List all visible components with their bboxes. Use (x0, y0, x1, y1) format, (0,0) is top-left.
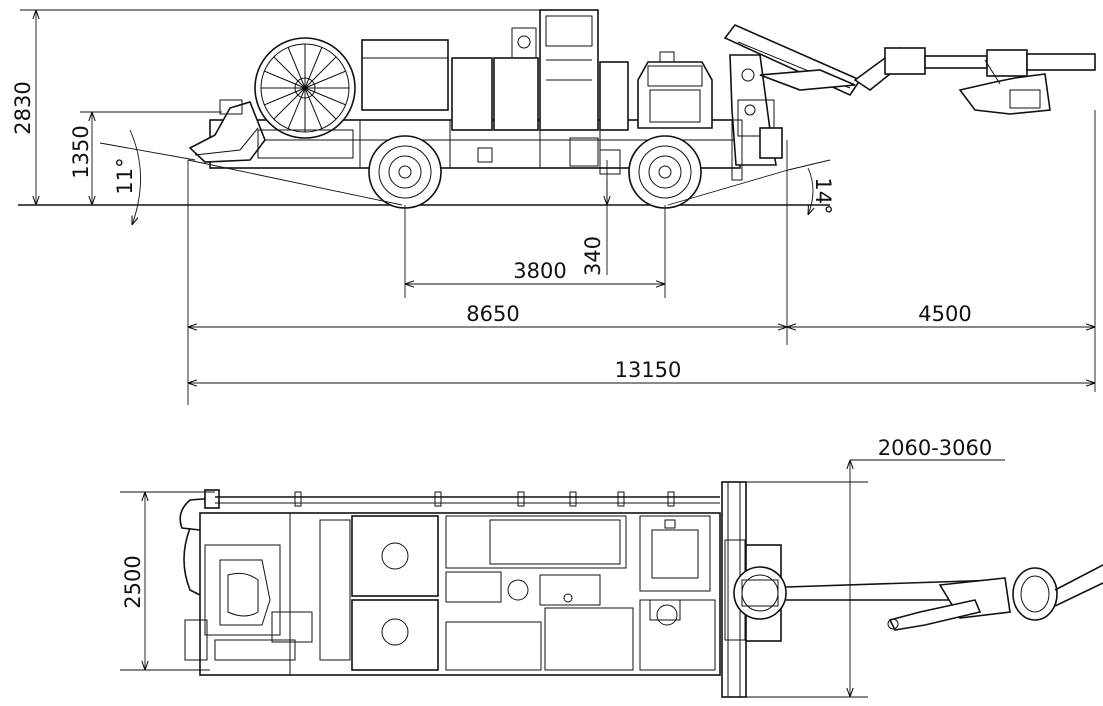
boom-turret (733, 544, 787, 642)
top-reel-module (204, 544, 313, 661)
dim-overall-length: 13150 (615, 358, 682, 382)
dim-approach-angle: 11° (113, 157, 137, 194)
dim-vehicle-length: 8650 (466, 302, 519, 326)
dim-boom-reach: 4500 (918, 302, 971, 326)
boom-top (785, 564, 1103, 631)
cable-reel (254, 37, 356, 159)
boom-arm (723, 24, 1096, 115)
top-view: 2500 2060-3060 (120, 436, 1103, 698)
dim-wheelbase: 3800 (513, 259, 566, 283)
operator-cab (637, 51, 713, 129)
top-middle-equipment (445, 515, 634, 671)
dim-departure-angle: 14° (811, 177, 835, 214)
body-modules (361, 9, 629, 131)
top-cab (639, 515, 716, 671)
rear-wheel (628, 135, 702, 209)
departure-line (667, 169, 789, 206)
approach-line (187, 159, 403, 206)
dim-stabilizer-width: 2060-3060 (878, 436, 992, 460)
side-view: 2830 1350 11° 14° 340 3800 8650 4500 131… (11, 9, 1096, 405)
front-nose (188, 99, 266, 163)
top-tanks (319, 515, 439, 671)
dim-width: 2500 (121, 555, 145, 608)
dim-ground-clearance: 340 (581, 236, 605, 276)
dim-height-total: 2830 (11, 81, 35, 134)
front-wheel (368, 135, 442, 209)
reference-lines (20, 9, 1096, 405)
dim-front-height: 1350 (69, 125, 93, 178)
body-outline (199, 512, 721, 676)
boom-mast (729, 54, 783, 181)
